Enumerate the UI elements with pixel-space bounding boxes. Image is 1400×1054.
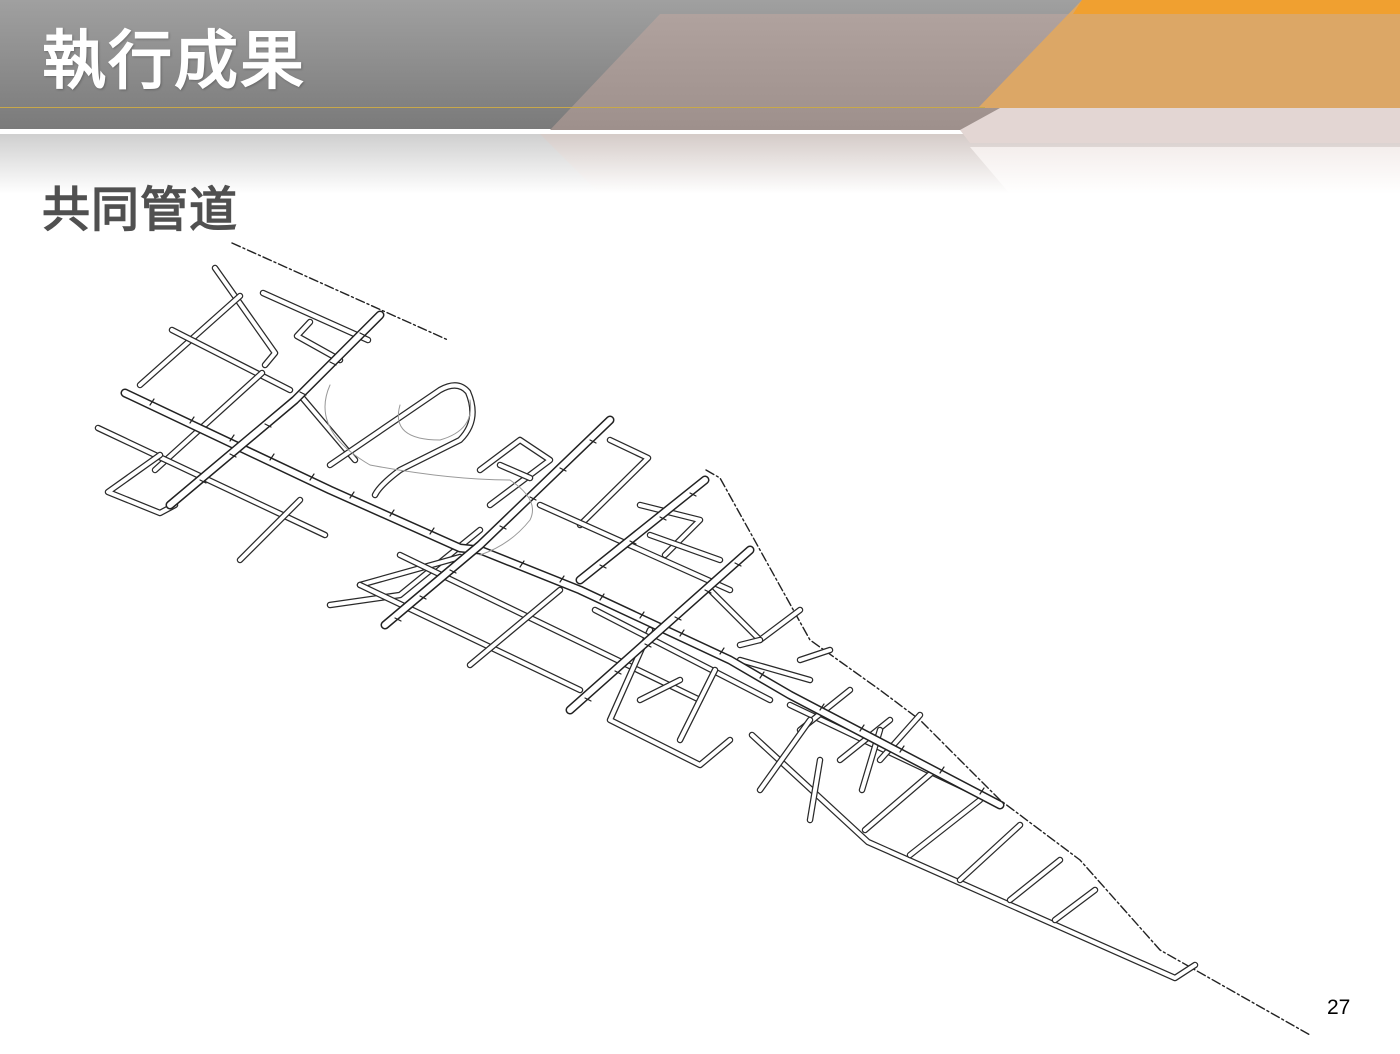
utility-tunnel-plan-drawing: .t-out { stroke: #2a2a2a; stroke-width: … [0,230,1400,1050]
tunnel-tick-marks [149,332,985,795]
slide-title: 執行成果 [42,25,306,99]
road-arcs [324,384,533,556]
header-decoration [0,0,1400,194]
main-tunnels [120,310,1005,810]
page-number: 27 [1327,996,1351,1019]
slide-subtitle: 共同管道 [42,182,239,238]
slide-header-band [0,0,1400,200]
